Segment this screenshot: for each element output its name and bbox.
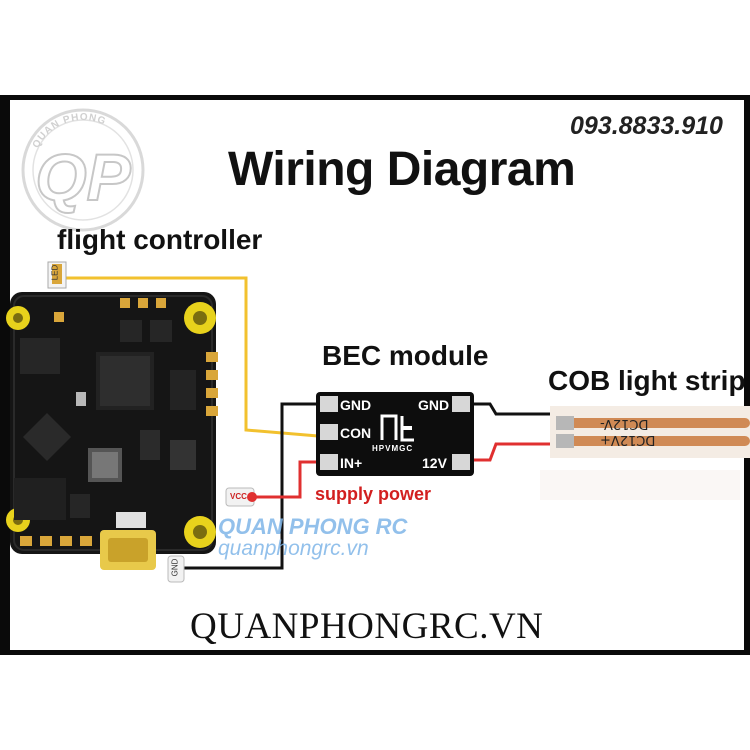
vcc-pad-label: VCC bbox=[230, 492, 247, 501]
gnd-pad-label: GND bbox=[170, 558, 180, 577]
output-ground-wire bbox=[462, 402, 550, 416]
bec-module-board bbox=[316, 392, 474, 476]
bec-pin-gnd-in: GND bbox=[340, 397, 372, 413]
wires bbox=[58, 276, 550, 570]
phone-number: 093.8833.910 bbox=[570, 112, 723, 140]
fc-ground-wire bbox=[180, 402, 320, 570]
gnd-pad bbox=[167, 555, 185, 583]
strip-plus-text: DC12V+ bbox=[600, 432, 656, 447]
output-12v-wire bbox=[462, 442, 550, 462]
bec-module-label: BEC module bbox=[322, 340, 489, 371]
strip-minus-text: DC12V- bbox=[600, 416, 649, 431]
bec-pin-12v: 12V bbox=[422, 455, 447, 471]
cob-light-strip bbox=[540, 406, 750, 500]
watermark-brand: QUAN PHONG RC bbox=[218, 514, 408, 539]
frame-left-border bbox=[0, 95, 10, 655]
frame-right-border bbox=[744, 95, 750, 655]
qp-logo: QUAN PHONG QP bbox=[21, 108, 145, 232]
vcc-pad bbox=[225, 487, 257, 507]
flight-controller-label: flight controller bbox=[57, 224, 263, 255]
bec-pin-in-plus: IN+ bbox=[340, 455, 363, 471]
flight-controller-board bbox=[6, 292, 218, 570]
led-pad-label: LED bbox=[50, 264, 60, 281]
led-pad bbox=[47, 261, 67, 289]
bec-pin-gnd-out: GND bbox=[418, 397, 450, 413]
cob-light-strip-label: COB light strip bbox=[548, 365, 746, 396]
logo-letters: QP bbox=[35, 140, 131, 214]
supply-power-label: supply power bbox=[315, 484, 432, 504]
footer-website: QUANPHONGRC.VN bbox=[190, 606, 544, 647]
bec-brand-text: HPVMGC bbox=[372, 444, 414, 453]
supply-power-wire bbox=[252, 460, 320, 499]
watermark-url: quanphongrc.vn bbox=[218, 537, 369, 560]
bec-pin-con: CON bbox=[340, 425, 372, 441]
diagram-title: Wiring Diagram bbox=[228, 143, 576, 196]
